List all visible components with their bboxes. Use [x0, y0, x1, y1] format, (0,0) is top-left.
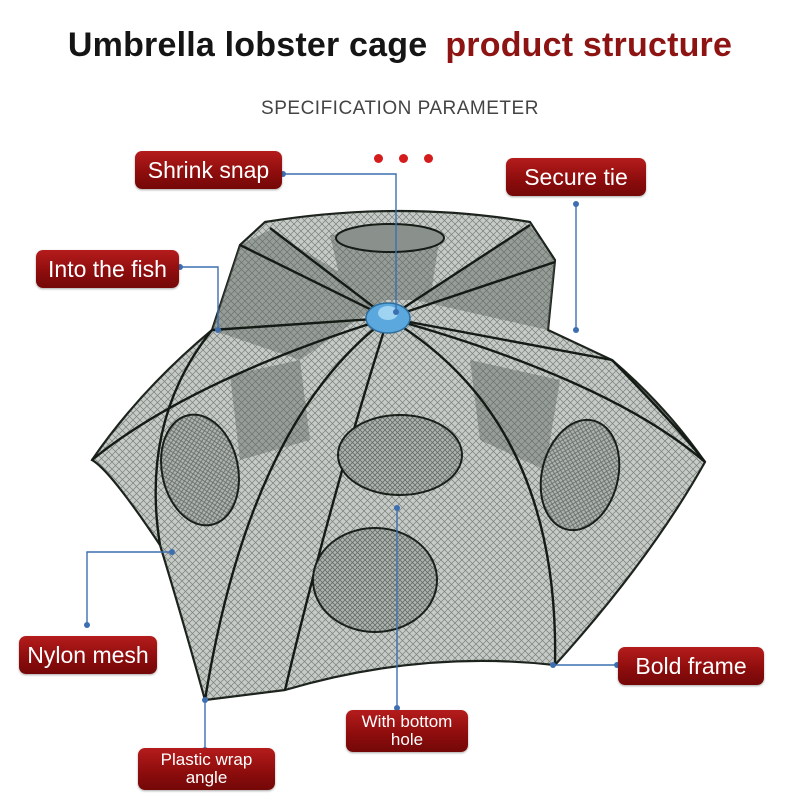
page-subtitle: SPECIFICATION PARAMETER: [261, 98, 539, 119]
leader-lines: [86, 173, 617, 750]
shrink-snap-part: [365, 302, 411, 334]
label-secure-tie: Secure tie: [506, 158, 646, 196]
label-with-bottom-hole: With bottom hole: [346, 710, 468, 752]
label-bold-frame: Bold frame: [618, 647, 764, 685]
label-nylon-mesh: Nylon mesh: [19, 636, 157, 674]
label-shrink-snap: Shrink snap: [135, 151, 282, 189]
title-accent: product structure: [445, 26, 733, 64]
dot-icon: [424, 154, 433, 163]
funnel-mesh: [161, 414, 620, 632]
dot-icon: [399, 154, 408, 163]
frame-ribs: [91, 223, 706, 701]
label-plastic-wrap-angle: Plastic wrap angle: [138, 748, 275, 790]
decorative-dots: [372, 154, 436, 166]
dot-icon: [374, 154, 383, 163]
title-main: Umbrella lobster cage: [67, 26, 428, 64]
page-title: Umbrella lobster cage product structure: [0, 26, 800, 65]
label-into-the-fish: Into the fish: [36, 250, 179, 288]
